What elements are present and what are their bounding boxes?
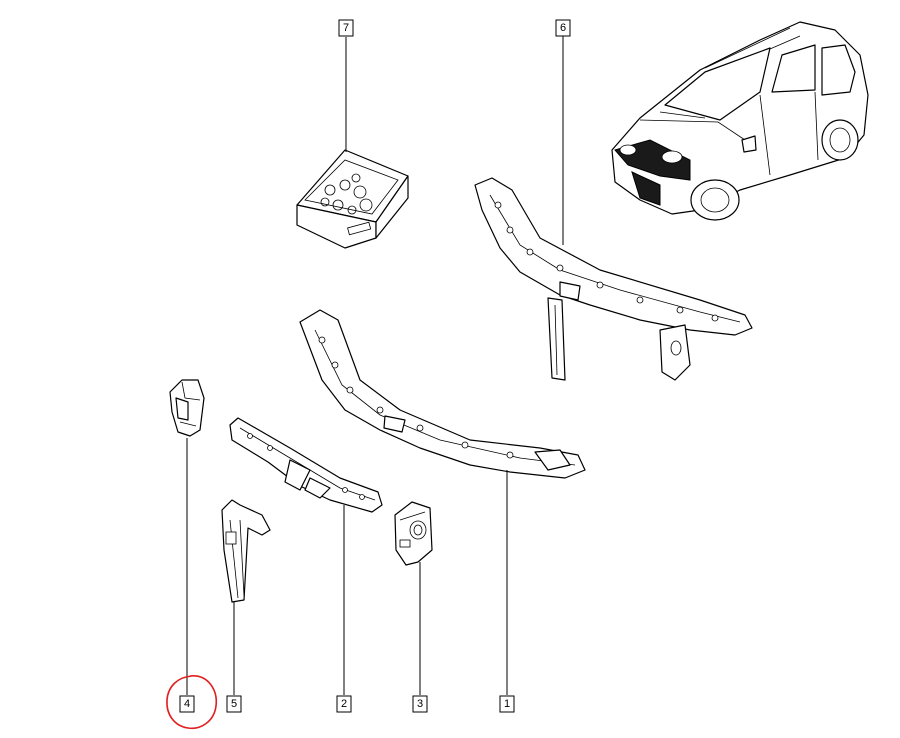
callout-1[interactable]: 1: [499, 695, 515, 713]
callout-5-label: 5: [231, 698, 237, 710]
part-6-upper-cross-member-assembly: [474, 177, 753, 381]
part-1-cross-member: [299, 309, 586, 479]
highlight-circle: [166, 675, 217, 730]
callout-1-label: 1: [504, 698, 510, 710]
callout-2[interactable]: 2: [336, 695, 352, 713]
part-5-vertical-strut: [221, 499, 271, 603]
callout-3[interactable]: 3: [412, 695, 428, 713]
part-4-small-bracket: [169, 379, 205, 437]
callout-4[interactable]: 4: [179, 695, 195, 713]
callout-4-label: 4: [184, 698, 190, 710]
callout-5[interactable]: 5: [226, 695, 242, 713]
part-2-lower-crosspiece: [229, 417, 383, 513]
callout-7-label: 7: [343, 22, 349, 34]
callout-2-label: 2: [341, 698, 347, 710]
part-3-side-bracket: [394, 501, 433, 566]
callout-3-label: 3: [417, 698, 423, 710]
leader-lines: [186, 36, 564, 695]
callout-6-label: 6: [560, 22, 566, 34]
vehicle-illustration: [611, 21, 869, 221]
callout-6[interactable]: 6: [555, 19, 571, 37]
callout-7[interactable]: 7: [338, 19, 354, 37]
part-7-fastener-kit-box: [296, 149, 409, 249]
